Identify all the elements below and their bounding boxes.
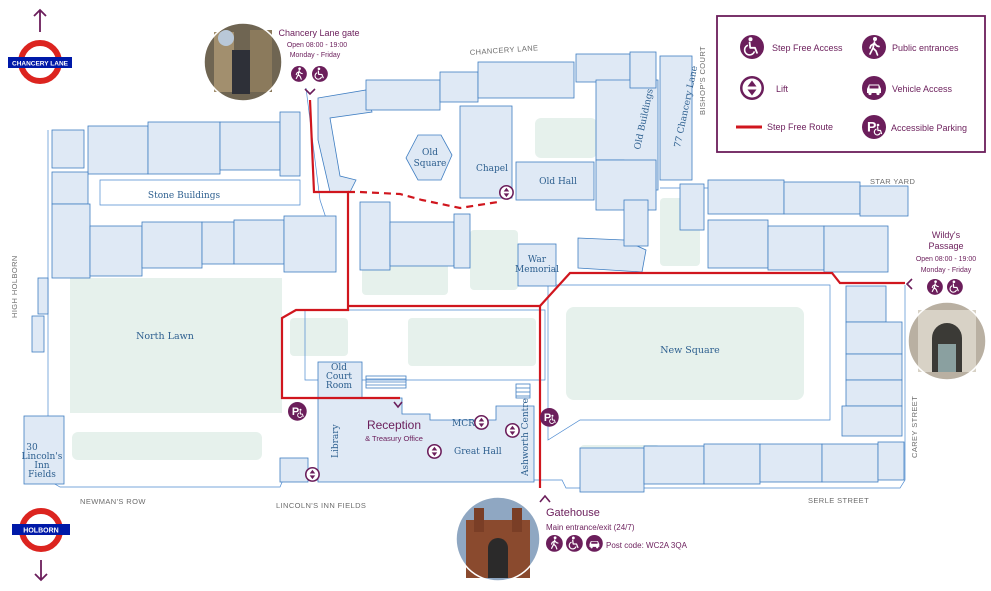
wildys-photo [907, 301, 987, 381]
reception-label: Reception & Treasury Office [365, 401, 423, 443]
accessible-parking-icon [862, 115, 886, 139]
chancery-gate-days: Monday - Friday [290, 52, 341, 59]
legend-label: Step Free Access [772, 43, 843, 53]
label-war-memorial-2: Memorial [515, 265, 559, 275]
wildys-passage: Wildy's Passage Open 08:00 - 19:00 Monda… [905, 230, 987, 381]
legend-label: Lift [776, 84, 789, 94]
label-new-square: New Square [660, 345, 720, 356]
legend: Step Free Access Public entrances Lift V… [716, 15, 986, 153]
wildys-hours: Open 08:00 - 19:00 [916, 256, 976, 263]
wheelchair-icon [312, 66, 328, 82]
label-old-square-1: Old [422, 148, 438, 158]
legend-vehicle-access: Vehicle Access [862, 76, 953, 100]
station-holborn[interactable]: HOLBORN [12, 508, 70, 582]
road-carey-street: CAREY STREET [910, 396, 919, 458]
reception-title: Reception [367, 418, 421, 432]
label-old-court-room-3: Room [326, 381, 353, 391]
station-chancery-lane[interactable]: CHANCERY LANE [8, 8, 72, 84]
walking-person-icon [862, 35, 886, 59]
gatehouse-postcode: Post code: WC2A 3QA [606, 541, 688, 550]
label-old-hall: Old Hall [539, 177, 577, 187]
gatehouse: Gatehouse Main entrance/exit (24/7) Post… [455, 494, 688, 582]
lift-icon [305, 467, 320, 482]
reception-chevron-icon [393, 401, 403, 409]
mcr-lift-icon [474, 415, 489, 430]
road-serle-street: SERLE STREET [808, 496, 869, 505]
arrow-up-icon [33, 8, 47, 32]
walking-person-icon [291, 66, 307, 82]
road-high-holborn: HIGH HOLBORN [10, 255, 19, 318]
label-old-court-room-2: Court [326, 372, 352, 382]
accessible-parking-icon [540, 408, 559, 427]
lift-icon [740, 76, 764, 100]
legend-label: Accessible Parking [891, 123, 967, 133]
legend-lift: Lift [740, 76, 789, 100]
label-great-hall: Great Hall [454, 447, 502, 457]
walking-person-icon [927, 279, 943, 295]
label-library: Library [331, 423, 341, 458]
chancery-gate-photo [203, 22, 283, 102]
chancery-gate-hours: Open 08:00 - 19:00 [287, 42, 347, 49]
label-30-lif-3: Inn [34, 461, 49, 471]
station-chancery-lane-name: CHANCERY LANE [12, 61, 69, 68]
arrow-down-icon [34, 560, 48, 582]
gatehouse-title: Gatehouse [546, 507, 600, 519]
wildys-title-1: Wildy's [932, 230, 961, 240]
label-30-lif-1: 30 [26, 443, 38, 453]
label-old-court-room-1: Old [331, 363, 347, 373]
wheelchair-icon [740, 35, 764, 59]
lift-icon [427, 444, 442, 459]
legend-label: Vehicle Access [892, 84, 953, 94]
step-free-route [280, 99, 905, 488]
label-stone-buildings: Stone Buildings [148, 191, 221, 201]
map-icons [288, 185, 559, 482]
gatehouse-photo [455, 496, 541, 582]
road-labels: CHANCERY LANE BISHOP'S COURT STAR YARD H… [10, 43, 919, 510]
buildings [23, 51, 909, 493]
legend-public-entrances: Public entrances [862, 35, 959, 59]
road-newmans-row: NEWMAN'S ROW [80, 497, 146, 506]
legend-accessible-parking: Accessible Parking [862, 115, 967, 139]
legend-step-free-access: Step Free Access [740, 35, 843, 59]
chancery-gate-title: Chancery Lane gate [278, 28, 359, 38]
label-chapel: Chapel [476, 164, 508, 174]
legend-step-free-route: Step Free Route [736, 122, 833, 132]
road-star-yard: STAR YARD [870, 177, 915, 186]
car-icon [586, 535, 603, 552]
road-lincolns-inn-fields: LINCOLN'S INN FIELDS [276, 501, 366, 510]
label-north-lawn: North Lawn [136, 331, 194, 342]
gatehouse-chevron-icon [539, 494, 551, 503]
underground-roundel-icon [12, 508, 70, 552]
label-war-memorial-1: War [528, 255, 547, 265]
legend-label: Step Free Route [767, 122, 833, 132]
wildys-chevron-icon [905, 278, 913, 290]
road-chancery-lane: CHANCERY LANE [470, 43, 539, 57]
legend-label: Public entrances [892, 43, 959, 53]
label-30-lif-4: Fields [28, 470, 56, 480]
wildys-title-2: Passage [928, 241, 963, 251]
gatehouse-subtitle: Main entrance/exit (24/7) [546, 523, 635, 532]
chancery-lane-gate: Chancery Lane gate Open 08:00 - 19:00 Mo… [203, 22, 360, 102]
chancery-gate-chevron-icon [304, 88, 316, 96]
lift-icon [499, 185, 514, 200]
accessible-parking-icon [288, 402, 307, 421]
wheelchair-icon [566, 535, 583, 552]
label-mcr: MCR [452, 419, 475, 429]
reception-subtitle: & Treasury Office [365, 434, 423, 443]
stairs [365, 375, 531, 399]
lift-icon [505, 423, 520, 438]
wheelchair-icon [947, 279, 963, 295]
label-old-square-2: Square [414, 159, 447, 169]
wildys-days: Monday - Friday [921, 267, 972, 274]
walking-person-icon [546, 535, 563, 552]
car-icon [862, 76, 886, 100]
station-holborn-name: HOLBORN [23, 528, 58, 535]
road-bishops-court: BISHOP'S COURT [698, 46, 707, 115]
underground-roundel-icon [8, 40, 72, 84]
label-30-lif-2: Lincoln's [22, 452, 63, 462]
label-ashworth-centre: Ashworth Centre [521, 398, 531, 477]
